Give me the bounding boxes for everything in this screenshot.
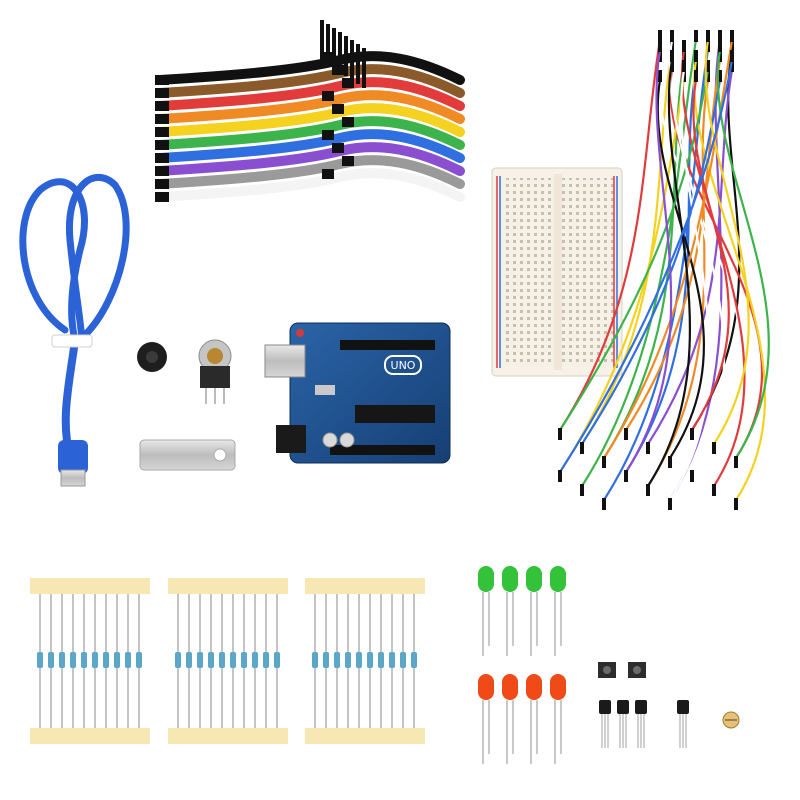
resistor — [378, 652, 384, 668]
led — [550, 566, 566, 592]
resistor — [312, 652, 318, 668]
arduino-board: UNO — [264, 322, 451, 464]
resistor — [274, 652, 280, 668]
led — [526, 674, 542, 700]
ribbon-wire — [155, 129, 465, 163]
led — [502, 674, 518, 700]
ribbon-wire — [155, 77, 465, 111]
resistor — [208, 652, 214, 668]
usb-cable — [19, 173, 130, 487]
resistor — [103, 652, 109, 668]
led — [550, 674, 566, 700]
resistor — [389, 652, 395, 668]
resistor — [400, 652, 406, 668]
resistor — [334, 652, 340, 668]
resistor — [219, 652, 225, 668]
resistor-pack-2 — [168, 578, 288, 744]
push-buttons — [598, 662, 646, 678]
resistor — [197, 652, 203, 668]
led — [502, 566, 518, 592]
resistor — [230, 652, 236, 668]
transistors — [599, 700, 689, 748]
led — [526, 566, 542, 592]
ribbon-wire — [155, 168, 465, 202]
ribbon-cable-bundle — [155, 20, 465, 202]
resistor — [136, 652, 142, 668]
potentiometer — [198, 339, 232, 404]
resistor — [252, 652, 258, 668]
ribbon-wire — [155, 90, 465, 124]
resistor — [241, 652, 247, 668]
light-sensor — [722, 711, 740, 729]
resistor — [37, 652, 43, 668]
resistor — [186, 652, 192, 668]
red-leds — [478, 674, 566, 764]
ribbon-wire — [155, 155, 465, 189]
resistor-pack-3 — [305, 578, 425, 744]
resistor — [59, 652, 65, 668]
resistor — [92, 652, 98, 668]
resistor — [70, 652, 76, 668]
usb-stick — [139, 439, 236, 471]
resistor — [114, 652, 120, 668]
breadboard — [491, 167, 623, 377]
resistor — [345, 652, 351, 668]
resistor — [81, 652, 87, 668]
resistor-pack-1 — [30, 578, 150, 744]
buzzer — [137, 342, 167, 372]
led — [478, 566, 494, 592]
led — [478, 674, 494, 700]
jumper-wires-bundle — [558, 30, 770, 510]
resistor — [263, 652, 269, 668]
resistor — [356, 652, 362, 668]
resistor — [367, 652, 373, 668]
resistor — [323, 652, 329, 668]
resistor — [125, 652, 131, 668]
green-leds — [478, 566, 566, 656]
resistor — [175, 652, 181, 668]
arduino-logo-text: UNO — [391, 359, 416, 372]
resistor — [48, 652, 54, 668]
resistor — [411, 652, 417, 668]
ribbon-wire — [155, 116, 465, 150]
